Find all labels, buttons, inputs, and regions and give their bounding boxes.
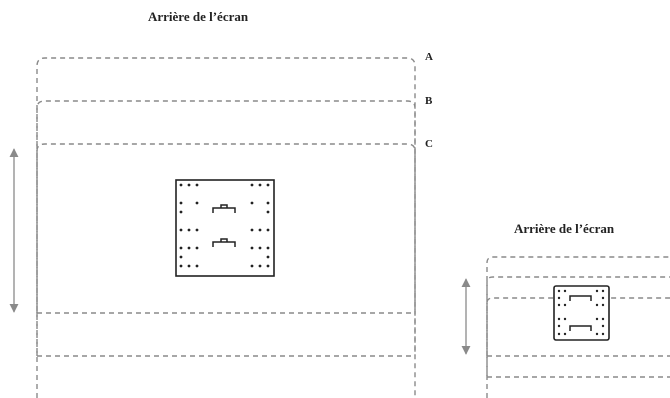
mounting-hole: [601, 303, 605, 307]
mounting-hole: [250, 201, 254, 205]
zone-label-b: B: [425, 95, 433, 107]
right-zone-a-outline: [486, 256, 670, 398]
mounting-hole: [266, 228, 270, 232]
right-mounting-plate: [553, 285, 610, 341]
mounting-hole: [179, 210, 183, 214]
mounting-hole: [195, 228, 199, 232]
mounting-hole: [195, 201, 199, 205]
mounting-hole: [557, 289, 561, 293]
mounting-hole: [266, 246, 270, 250]
mounting-hole: [258, 183, 262, 187]
mounting-hole: [258, 228, 262, 232]
mounting-hole: [266, 201, 270, 205]
left-plate-holes: [179, 183, 270, 268]
right-panel: [486, 256, 670, 398]
mounting-hole: [557, 324, 561, 328]
mounting-hole: [557, 303, 561, 307]
mounting-hole: [250, 246, 254, 250]
mounting-hole: [595, 317, 599, 321]
mounting-hole: [250, 228, 254, 232]
mounting-hole: [557, 332, 561, 336]
mounting-hole: [266, 183, 270, 187]
mounting-hole: [179, 264, 183, 268]
zone-c-outline: [36, 143, 416, 313]
zone-a-outline: [36, 57, 416, 398]
mounting-hole: [557, 317, 561, 321]
right-plate-holes: [557, 289, 605, 336]
mounting-hole: [187, 264, 191, 268]
mounting-hole: [250, 264, 254, 268]
left-mounting-plate: [175, 179, 275, 277]
mounting-hole: [258, 264, 262, 268]
mounting-hole: [266, 264, 270, 268]
mounting-hole: [187, 228, 191, 232]
left-panel-caption: Arrière de l’écran: [148, 9, 249, 24]
left-plate-brackets: [212, 204, 236, 247]
zone-b-outline: [36, 100, 416, 356]
mounting-hole: [601, 289, 605, 293]
mounting-hole: [179, 255, 183, 259]
mounting-hole: [195, 264, 199, 268]
mounting-hole: [601, 332, 605, 336]
mounting-hole: [266, 255, 270, 259]
mounting-hole: [179, 228, 183, 232]
mounting-hole: [250, 183, 254, 187]
mounting-hole: [195, 246, 199, 250]
mounting-hole: [195, 183, 199, 187]
mounting-hole: [266, 210, 270, 214]
right-zone-b-outline: [486, 276, 670, 376]
mounting-hole: [601, 296, 605, 300]
mounting-hole: [595, 289, 599, 293]
mounting-hole: [187, 246, 191, 250]
right-plate-brackets: [569, 295, 592, 331]
mounting-hole: [563, 289, 567, 293]
mounting-hole: [258, 246, 262, 250]
right-panel-caption: Arrière de l’écran: [514, 221, 615, 236]
mounting-hole: [179, 201, 183, 205]
mounting-hole: [595, 332, 599, 336]
mounting-hole: [563, 332, 567, 336]
right-zone-c-outline: [486, 297, 670, 356]
mounting-hole: [563, 303, 567, 307]
mounting-hole: [557, 296, 561, 300]
mounting-hole: [563, 317, 567, 321]
zone-label-c: C: [425, 138, 433, 150]
mounting-hole: [595, 303, 599, 307]
left-panel: [36, 57, 416, 398]
mounting-hole: [179, 183, 183, 187]
mounting-hole: [187, 183, 191, 187]
zone-label-a: A: [425, 51, 433, 63]
mounting-hole: [179, 246, 183, 250]
mounting-hole: [601, 324, 605, 328]
mounting-hole: [601, 317, 605, 321]
